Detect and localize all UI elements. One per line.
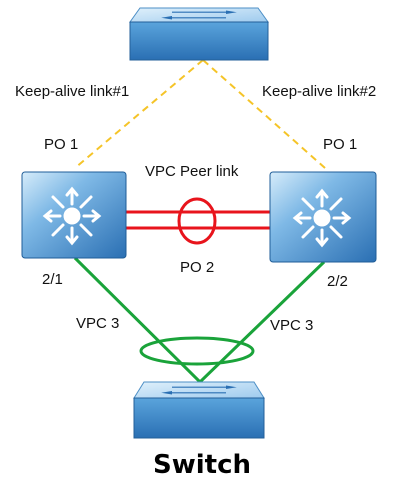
vpc-peer-link-label: VPC Peer link bbox=[145, 163, 239, 180]
vpc3-right-label: VPC 3 bbox=[270, 317, 314, 334]
bottom-switch-icon bbox=[133, 381, 265, 439]
keepalive-link-2 bbox=[202, 59, 326, 169]
po2-label: PO 2 bbox=[180, 259, 215, 276]
po2-ellipse bbox=[177, 197, 217, 245]
port-2-1-label: 2/1 bbox=[42, 271, 63, 288]
keepalive-link-2-label: Keep-alive link#2 bbox=[262, 83, 377, 100]
keepalive-link-1-label: Keep-alive link#1 bbox=[15, 83, 130, 100]
keepalive-link-1 bbox=[74, 59, 204, 169]
po1-right-label: PO 1 bbox=[323, 136, 358, 153]
switch-title: Switch bbox=[153, 450, 252, 480]
right-switch-icon bbox=[269, 171, 377, 263]
vpc3-link-left bbox=[73, 256, 202, 384]
port-2-2-label: 2/2 bbox=[327, 273, 348, 290]
left-switch-icon bbox=[21, 171, 127, 259]
po1-left-label: PO 1 bbox=[44, 136, 79, 153]
vpc3-left-label: VPC 3 bbox=[76, 315, 120, 332]
vpc3-port-channel-ellipse bbox=[139, 336, 255, 366]
top-switch-icon bbox=[129, 7, 269, 61]
